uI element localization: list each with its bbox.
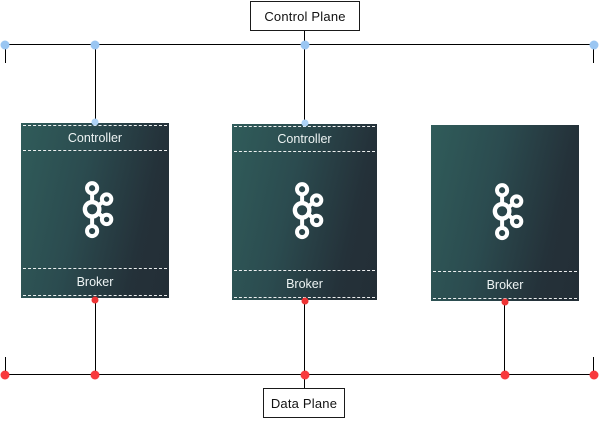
control-plane-dot-node2 (300, 40, 310, 50)
data-plane-bus-line (5, 374, 594, 375)
kafka-node-3: Broker (429, 123, 581, 303)
data-plane-left-stub-line (5, 357, 6, 375)
broker-label: Broker (286, 277, 323, 291)
data-plane-endpoint-dot-right (589, 370, 599, 380)
controller-section-node2: Controller (234, 126, 375, 152)
control-plane-label-connector-line (304, 31, 305, 45)
broker-connector-line-node1 (95, 300, 96, 375)
control-plane-bus-line (5, 44, 594, 45)
broker-section-node3: Broker (433, 271, 577, 299)
controller-label: Controller (67, 131, 123, 145)
broker-port-dot-node1 (91, 296, 99, 304)
broker-label: Broker (76, 275, 114, 289)
controller-port-dot-node1 (91, 118, 99, 126)
broker-label: Broker (486, 278, 524, 292)
control-plane-right-stub-line (593, 45, 594, 63)
data-plane-dot-node2 (300, 370, 310, 380)
control-plane-endpoint-dot-right (589, 40, 599, 50)
broker-section-node1: Broker (23, 268, 167, 296)
kafka-logo-icon (77, 181, 114, 239)
controller-connector-line-node1 (95, 45, 96, 122)
kafka-logo-icon (286, 182, 323, 240)
data-plane-dot-node1 (90, 370, 100, 380)
broker-port-dot-node3 (501, 298, 509, 306)
data-plane-label: Data Plane (270, 395, 338, 411)
control-plane-left-stub-line (5, 45, 6, 63)
kafka-node-2: Controller Broker (230, 122, 379, 302)
controller-label: Controller (277, 132, 332, 146)
data-plane-right-stub-line (593, 357, 594, 375)
data-plane-label-box: Data Plane (263, 388, 345, 418)
control-plane-label-box: Control Plane (250, 1, 360, 31)
broker-port-dot-node2 (301, 297, 309, 305)
broker-section-node2: Broker (234, 270, 375, 298)
broker-connector-line-node2 (304, 301, 305, 375)
control-plane-endpoint-dot-left (0, 40, 10, 50)
kafka-node-1: Controller Broker (19, 121, 171, 300)
controller-connector-line-node2 (304, 45, 305, 123)
kafka-logo-icon (487, 183, 524, 241)
data-plane-label-connector-line (304, 375, 305, 389)
data-plane-endpoint-dot-left (0, 370, 10, 380)
data-plane-dot-node3 (500, 370, 510, 380)
control-plane-dot-node1 (90, 40, 100, 50)
control-plane-label: Control Plane (264, 8, 346, 24)
broker-connector-line-node3 (504, 302, 505, 375)
controller-port-dot-node2 (301, 119, 309, 127)
controller-section-node1: Controller (23, 125, 167, 151)
